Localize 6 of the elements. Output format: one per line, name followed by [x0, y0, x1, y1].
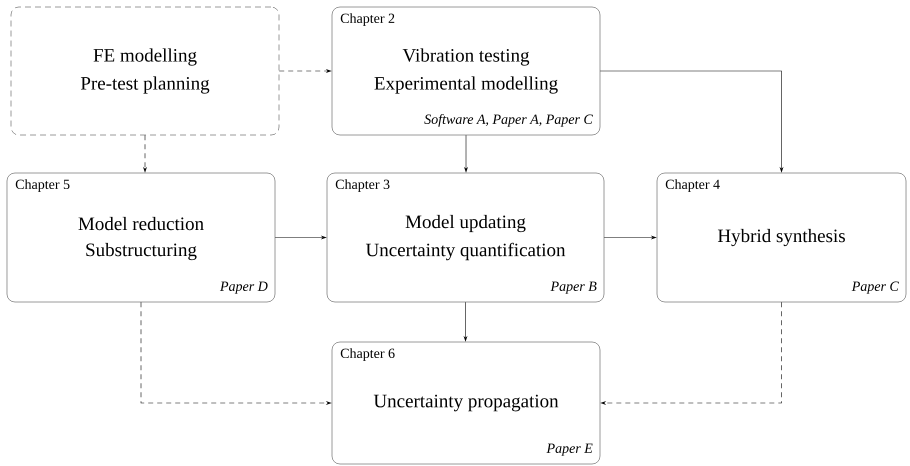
chapter-box: Chapter 5 Model reduction Substructuring Paper D [6, 172, 276, 302]
chapter-box: Chapter 2 Vibration testing Experimental modelling Software A, Paper A, Paper C [332, 6, 600, 136]
chapter-box: Chapter 6 Uncertainty propagation Paper E [332, 342, 600, 464]
chapter-box: Chapter 3 Model updating Uncertainty quantification Paper B [326, 172, 604, 302]
dashed-box: FE modelling Pre-test planning [10, 6, 280, 136]
chapter-box: Chapter 4 Hybrid synthesis Paper C [656, 172, 906, 302]
